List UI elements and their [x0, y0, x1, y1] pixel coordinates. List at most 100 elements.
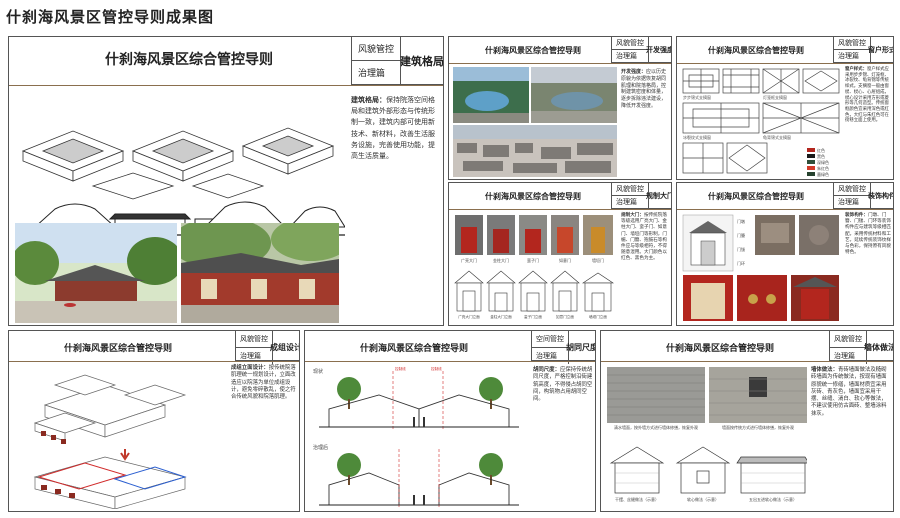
- desc-heading: 装饰构件：: [845, 213, 868, 218]
- panel-window-style: 什刹海风景区综合管控导则 风貌管控 窗户形式 治理篇 步步锦式支摘窗 灯笼框支摘…: [676, 36, 894, 180]
- desc-heading: 成组立面设计：: [231, 365, 269, 371]
- alley-section-diagram: 现状 治理后 控制线 控制线: [313, 366, 519, 509]
- desc-text: 青砖墙面做法及糙砌砖墙面为传统做法，按现有墙面原貌统一修缮，墙面材质宜采用灰砖、…: [811, 367, 887, 417]
- window-label: 龟背锦式支摘窗: [763, 134, 791, 140]
- panel-title: 什刹海风景区综合管控导则: [359, 344, 468, 354]
- tag-topic: 规制大门: [646, 191, 672, 200]
- legend-label: 墨绿色: [817, 171, 829, 177]
- deco-label: 门簪: [737, 232, 745, 238]
- panel-title: 什刹海风景区综合管控导则: [485, 46, 581, 55]
- window-label: 灯笼框支摘窗: [763, 94, 787, 100]
- desc-text: 按传统院落肌理统一规划设计，立面改造应以院落为单位成组设计，避免零碎散乱，使之符…: [231, 365, 296, 401]
- desc-heading: 胡同尺度：: [533, 367, 560, 373]
- gate-elevation-label: 广亮大门立面: [458, 314, 480, 319]
- gate-description: 规制大门：按传统院落等级选用广亮大门、金柱大门、蛮子门、如意门、墙垣门等形制，门…: [621, 213, 669, 263]
- tag-topic: 窗户形式: [868, 45, 894, 54]
- legend-label: 深绿色: [817, 159, 829, 165]
- desc-text: 门墩、门簪、门钹、门环等装饰构件应与建筑等级相匹配，采用传统材料和工艺，延续传统…: [845, 213, 891, 256]
- panel-title: 什刹海风景区综合管控导则: [708, 46, 804, 55]
- title-rule: [677, 63, 893, 64]
- alley-description: 胡同尺度：应保持传统胡同尺度，严格控制沿街建筑高度，不得侵占胡同空间，构筑物占用…: [533, 367, 593, 403]
- wall-elevations: 干摆、丝缝做法（示意） 软心做法（示意） 五出五进软心做法（示意）: [609, 446, 807, 502]
- panel-tags: 空间管控 胡同尺度 治理篇: [531, 331, 596, 364]
- desc-text: 应以历史原貌为依据恢复胡同肌理和院落格局，控制建筑密度和体量，逐步拆除违法建设，…: [621, 69, 667, 109]
- wall-caption-4: 软心做法（示意）: [687, 496, 719, 502]
- desc-text: 按传统院落等级选用广亮大门、金柱大门、蛮子门、如意门、墙垣门等形制，门楣、门簪、…: [621, 213, 667, 262]
- tag-category: 风貌管控: [236, 331, 273, 348]
- gate-photos: 广亮大门 金柱大门 蛮子门 如意门 墙垣门 广亮大门立面 金柱大门立面 蛮子门立…: [454, 215, 614, 319]
- deco-label: 门钹: [737, 246, 745, 252]
- tag-category: 风貌管控: [612, 183, 649, 196]
- arch-description: 建筑格局：保持院落空间格局和建筑外部形态与传统形制一致，建筑内部可使用新技术、新…: [351, 95, 437, 162]
- gate-elevation-label: 金柱大门立面: [490, 314, 512, 319]
- dim-label: 控制线: [431, 366, 442, 371]
- title-rule: [9, 85, 443, 86]
- dim-label: 控制线: [395, 366, 406, 371]
- tag-category: 空间管控: [532, 331, 569, 348]
- panel-tags: 风貌管控 规制大门 治理篇: [611, 183, 671, 209]
- gate-elevation-label: 蛮子门立面: [524, 314, 542, 319]
- window-color-legend: 红色 黑色 深绿色 朱红色 墨绿色: [807, 147, 829, 177]
- panel-title: 什刹海风景区综合管控导则: [708, 192, 804, 201]
- panel-title: 什刹海风景区综合管控导则: [485, 192, 581, 201]
- desc-text: 应保持传统胡同尺度，严格控制沿街建筑高度，不得侵占胡同空间，构筑物占用胡同空间。: [533, 367, 593, 403]
- desc-heading: 墙体做法：: [811, 367, 838, 373]
- legend-label: 红色: [817, 147, 825, 153]
- desc-text: 保持院落空间格局和建筑外部形态与传统形制一致，建筑内部可使用新技术、新材料，改善…: [351, 96, 435, 160]
- legend-label: 朱红色: [817, 165, 829, 171]
- legend-label: 黑色: [817, 153, 825, 159]
- window-patterns: 步步锦式支摘窗 灯笼框支摘窗 冰裂纹式支摘窗 龟背锦式支摘窗: [682, 68, 840, 174]
- tag-topic: 装饰构件: [868, 191, 894, 200]
- panel-decorative-components: 什刹海风景区综合管控导则 风貌管控 装饰构件 治理篇 门墩 门簪 门钹 门环 装…: [676, 182, 894, 326]
- panel-title: 什刹海风景区综合管控导则: [665, 344, 774, 354]
- wall-caption-3: 干摆、丝缝做法（示意）: [615, 496, 659, 502]
- tag-section: 治理篇: [612, 50, 649, 62]
- window-label: 冰裂纹式支摘窗: [683, 134, 711, 140]
- panel-tags: 风貌管控 开发强度 治理篇: [611, 37, 671, 63]
- tag-category: 风貌管控: [612, 37, 649, 50]
- gate-label: 蛮子门: [527, 257, 539, 263]
- panel-wall-method: 什刹海风景区综合管控导则 风貌管控 墙体做法 治理篇 清水墙面，按外墙方式进行墙…: [600, 330, 894, 512]
- label-current: 现状: [313, 368, 323, 375]
- tag-category: 风貌管控: [834, 183, 871, 196]
- title-rule: [9, 361, 299, 362]
- gate-label: 如意门: [559, 257, 571, 263]
- dev-description: 开发强度：应以历史原貌为依据恢复胡同肌理和院落格局，控制建筑密度和体量，逐步拆除…: [621, 69, 669, 110]
- wall-photo-1: [607, 367, 705, 423]
- decoration-photos: 门墩 门簪 门钹 门环: [682, 214, 839, 321]
- tag-section: 治理篇: [830, 348, 867, 364]
- aerial-photo-3: [453, 125, 617, 177]
- label-after: 治理后: [313, 444, 328, 451]
- deco-label: 门墩: [737, 218, 745, 224]
- desc-text: 窗户样式应采用步步锦、灯笼框、冰裂纹、龟背锦等传统样式。支摘窗一般由窗棂、棂心、…: [845, 67, 889, 124]
- deco-description: 装饰构件：门墩、门簪、门钹、门环等装饰构件应与建筑等级相匹配，采用传统材料和工艺…: [845, 213, 891, 256]
- wall-photo-2: [709, 367, 807, 423]
- desc-heading: 窗户样式：: [845, 67, 867, 72]
- tag-topic: 胡同尺度: [566, 343, 596, 352]
- page-title: 什刹海风景区管控导则成果图: [6, 8, 215, 26]
- deco-label: 门环: [737, 260, 745, 266]
- panel-tags: 风貌管控 建筑格局 治理篇: [350, 37, 444, 85]
- tag-category: 风貌管控: [830, 331, 867, 348]
- panel-tags: 风貌管控 窗户形式 治理篇: [833, 37, 893, 63]
- panel-development-intensity: 什刹海风景区综合管控导则 风貌管控 开发强度 治理篇 开发强度：应以历史原貌为依…: [448, 36, 672, 180]
- panel-tags: 风貌管控 墙体做法 治理篇: [829, 331, 894, 364]
- courtyard-photo-2: [181, 223, 339, 323]
- wall-description: 墙体做法：青砖墙面做法及糙砌砖墙面为传统做法，按现有墙面原貌统一修缮，墙面材质宜…: [811, 367, 891, 418]
- panel-tags: 风貌管控 装饰构件 治理篇: [833, 183, 893, 209]
- desc-heading: 建筑格局：: [351, 96, 386, 104]
- gate-label: 广亮大门: [461, 257, 477, 263]
- title-rule: [449, 63, 671, 64]
- title-rule: [305, 361, 595, 362]
- panel-title: 什刹海风景区综合管控导则: [63, 344, 172, 354]
- title-rule: [601, 361, 893, 362]
- window-label: 步步锦式支摘窗: [683, 94, 711, 100]
- window-description: 窗户样式：窗户样式应采用步步锦、灯笼框、冰裂纹、龟背锦等传统样式。支摘窗一般由窗…: [845, 67, 893, 124]
- tag-section: 治理篇: [612, 196, 649, 208]
- tag-topic: 建筑格局: [400, 54, 444, 68]
- tag-topic: 墙体做法: [864, 343, 894, 352]
- courtyard-photo-1: [15, 223, 177, 323]
- courtyard-axonometric: [21, 127, 335, 200]
- wall-caption-5: 五出五进软心做法（示意）: [749, 496, 797, 502]
- group-massing-diagram: [33, 374, 187, 509]
